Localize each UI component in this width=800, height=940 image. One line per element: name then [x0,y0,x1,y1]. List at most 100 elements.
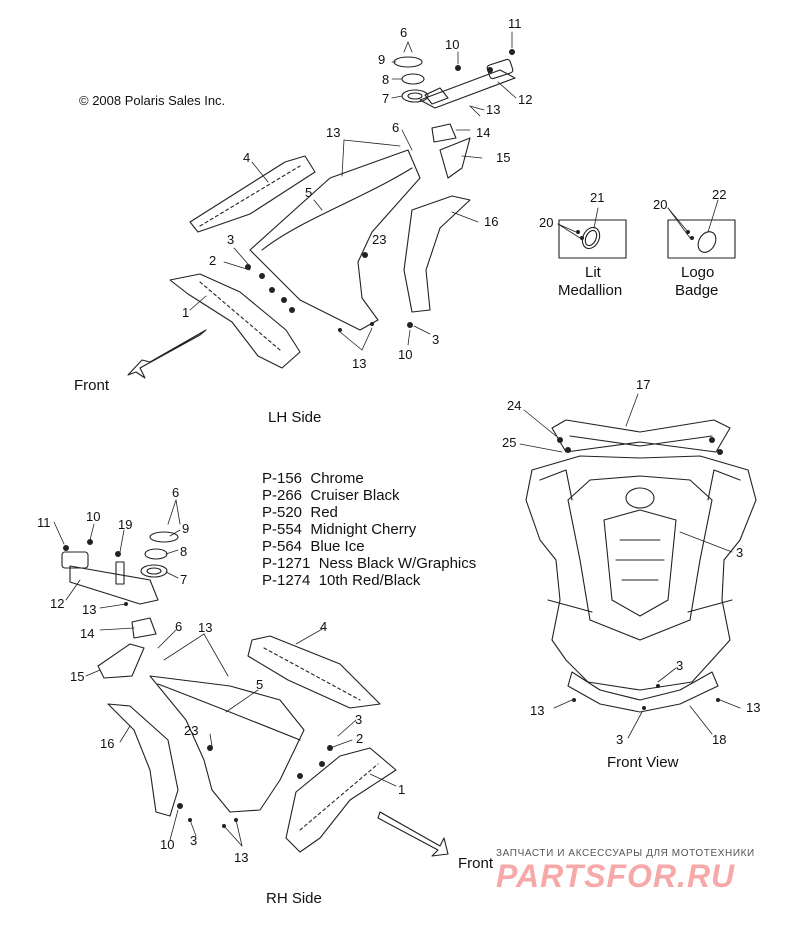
callout: 6 [392,120,400,135]
callout: 20 [653,197,668,212]
legend-row: P-1271 Ness Black W/Graphics [262,555,477,572]
rh-handlebar-bracket [69,565,159,605]
lh-part-9 [393,56,423,68]
lh-part-4 [189,155,316,233]
lh-part-14 [431,123,457,143]
callout: 13 [234,850,249,865]
lit-medallion-label-2: Medallion [558,282,623,299]
callout: 14 [80,626,95,641]
rh-side-view [53,499,449,857]
lh-part-1 [169,273,301,369]
lh-front-label: Front [74,377,110,394]
callout: 7 [180,572,188,587]
callout: 16 [484,214,499,229]
callout: 16 [100,736,115,751]
lh-part-5 [249,149,421,331]
callout: 10 [398,347,413,362]
callout: 12 [50,596,65,611]
callout: 13 [352,356,367,371]
legend-row: P-1274 10th Red/Black [262,572,421,589]
rh-side-title: RH Side [266,890,322,907]
lh-bracket-end [486,58,514,80]
callout: 3 [616,732,624,747]
rh-front-label: Front [458,855,494,872]
watermark-brand: PARTSFOR.RU [496,858,736,894]
rh-part-8 [144,548,168,560]
rh-part-14 [131,617,157,639]
callout: 2 [209,253,217,268]
lh-leaders [189,31,517,351]
logo-badge-label-2: Badge [675,282,719,299]
color-code-legend: P-156 Chrome P-266 Cruiser Black P-520 R… [262,470,476,589]
front-part-18 [567,671,719,713]
callout: 3 [432,332,440,347]
callout: 11 [37,515,51,530]
legend-row: P-554 Midnight Cherry [262,521,417,538]
rh-part-4 [247,635,381,709]
callout: 15 [70,669,85,684]
callout: 2 [356,731,364,746]
callout: 10 [86,509,101,524]
watermark-caption: ЗАПЧАСТИ И АКСЕССУАРЫ ДЛЯ МОТОТЕХНИКИ [496,848,755,859]
lh-side-title: LH Side [268,409,322,426]
legend-row: P-156 Chrome [262,470,364,487]
callout: 11 [508,16,522,31]
callout: 10 [445,37,460,52]
lh-side-view [127,31,517,379]
callout: 20 [539,215,554,230]
callout: 22 [712,187,727,202]
lh-front-arrow [127,329,207,379]
lh-handlebar-bracket [419,69,516,109]
callout: 3 [227,232,235,247]
rh-part-16 [107,703,179,817]
callout: 25 [502,435,517,450]
callout: 14 [476,125,491,140]
front-view-title: Front View [607,754,679,771]
callout: 24 [507,398,522,413]
callout: 3 [676,658,684,673]
front-part-17 [551,419,731,453]
callout: 3 [736,545,744,560]
callout: 23 [372,232,387,247]
logo-badge-label-1: Logo [681,264,715,281]
rh-part-7 [140,564,168,578]
callout: 13 [530,703,545,718]
callout: 8 [180,544,188,559]
insets [557,199,736,259]
callout: 19 [118,517,133,532]
rh-part-9 [149,531,179,543]
callout: 6 [400,25,408,40]
callout: 9 [378,52,386,67]
callout: 7 [382,91,390,106]
callout: 13 [198,620,213,635]
legend-row: P-564 Blue Ice [262,538,365,555]
callout: 5 [305,185,313,200]
lh-part-16 [403,195,471,313]
rh-front-arrow [377,811,449,857]
lh-fasteners [245,49,515,332]
callout: 6 [172,485,180,500]
rh-part-5 [149,675,305,813]
lit-medallion-label-1: Lit [585,264,601,281]
callout: 15 [496,150,511,165]
rh-part-15 [97,643,145,679]
logo-badge-box [667,219,736,259]
callout: 13 [746,700,761,715]
callout: 4 [243,150,251,165]
callout: 13 [486,102,501,117]
callout: 5 [256,677,264,692]
lit-medallion-box [558,219,627,259]
callout: 1 [398,782,406,797]
callout: 9 [182,521,190,536]
copyright: © 2008 Polaris Sales Inc. [79,93,226,108]
callout: 3 [190,833,198,848]
callout: 18 [712,732,727,747]
callout: 6 [175,619,183,634]
callout: 10 [160,837,175,852]
front-body [525,455,757,691]
lh-part-7-inner [407,92,423,100]
logo-badge-part-22 [697,231,717,253]
lh-part-7 [401,89,429,103]
callout: 3 [355,712,363,727]
callout: 1 [182,305,190,320]
